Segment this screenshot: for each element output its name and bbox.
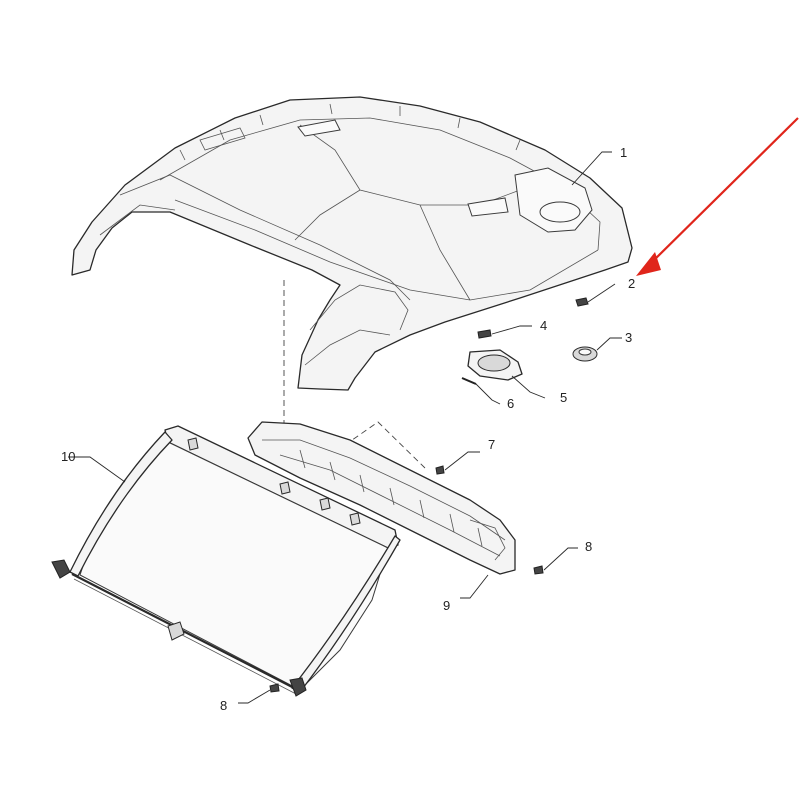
clip-part-2: 2 xyxy=(575,276,635,307)
callout-1: 1 xyxy=(620,145,627,160)
headliner-part-1 xyxy=(71,96,633,391)
pin-part-6: 6 xyxy=(461,377,514,411)
highlight-arrow xyxy=(636,117,799,276)
callout-6: 6 xyxy=(507,396,514,411)
assembly-line-9 xyxy=(344,421,426,469)
callout-9: 9 xyxy=(443,598,450,613)
callout-10: 10 xyxy=(61,449,75,464)
callout-3: 3 xyxy=(625,330,632,345)
callout-5: 5 xyxy=(560,390,567,405)
callout-8-right: 8 xyxy=(585,539,592,554)
sunshade-part-10: 10 xyxy=(51,425,401,697)
screw-part-4: 4 xyxy=(477,318,547,339)
screw-part-7: 7 xyxy=(435,437,495,475)
lamp-part-5: 5 xyxy=(467,349,567,405)
screw-part-8-right: 8 xyxy=(533,539,592,575)
screw-part-8-bottom: 8 xyxy=(220,683,280,713)
callout-8-bottom: 8 xyxy=(220,698,227,713)
callout-7: 7 xyxy=(488,437,495,452)
grommet-part-3: 3 xyxy=(572,330,632,362)
callout-2: 2 xyxy=(628,276,635,291)
callout-1-group: 1 xyxy=(571,145,627,186)
trim-panel-part-9: 9 xyxy=(247,421,516,613)
callout-4: 4 xyxy=(540,318,547,333)
